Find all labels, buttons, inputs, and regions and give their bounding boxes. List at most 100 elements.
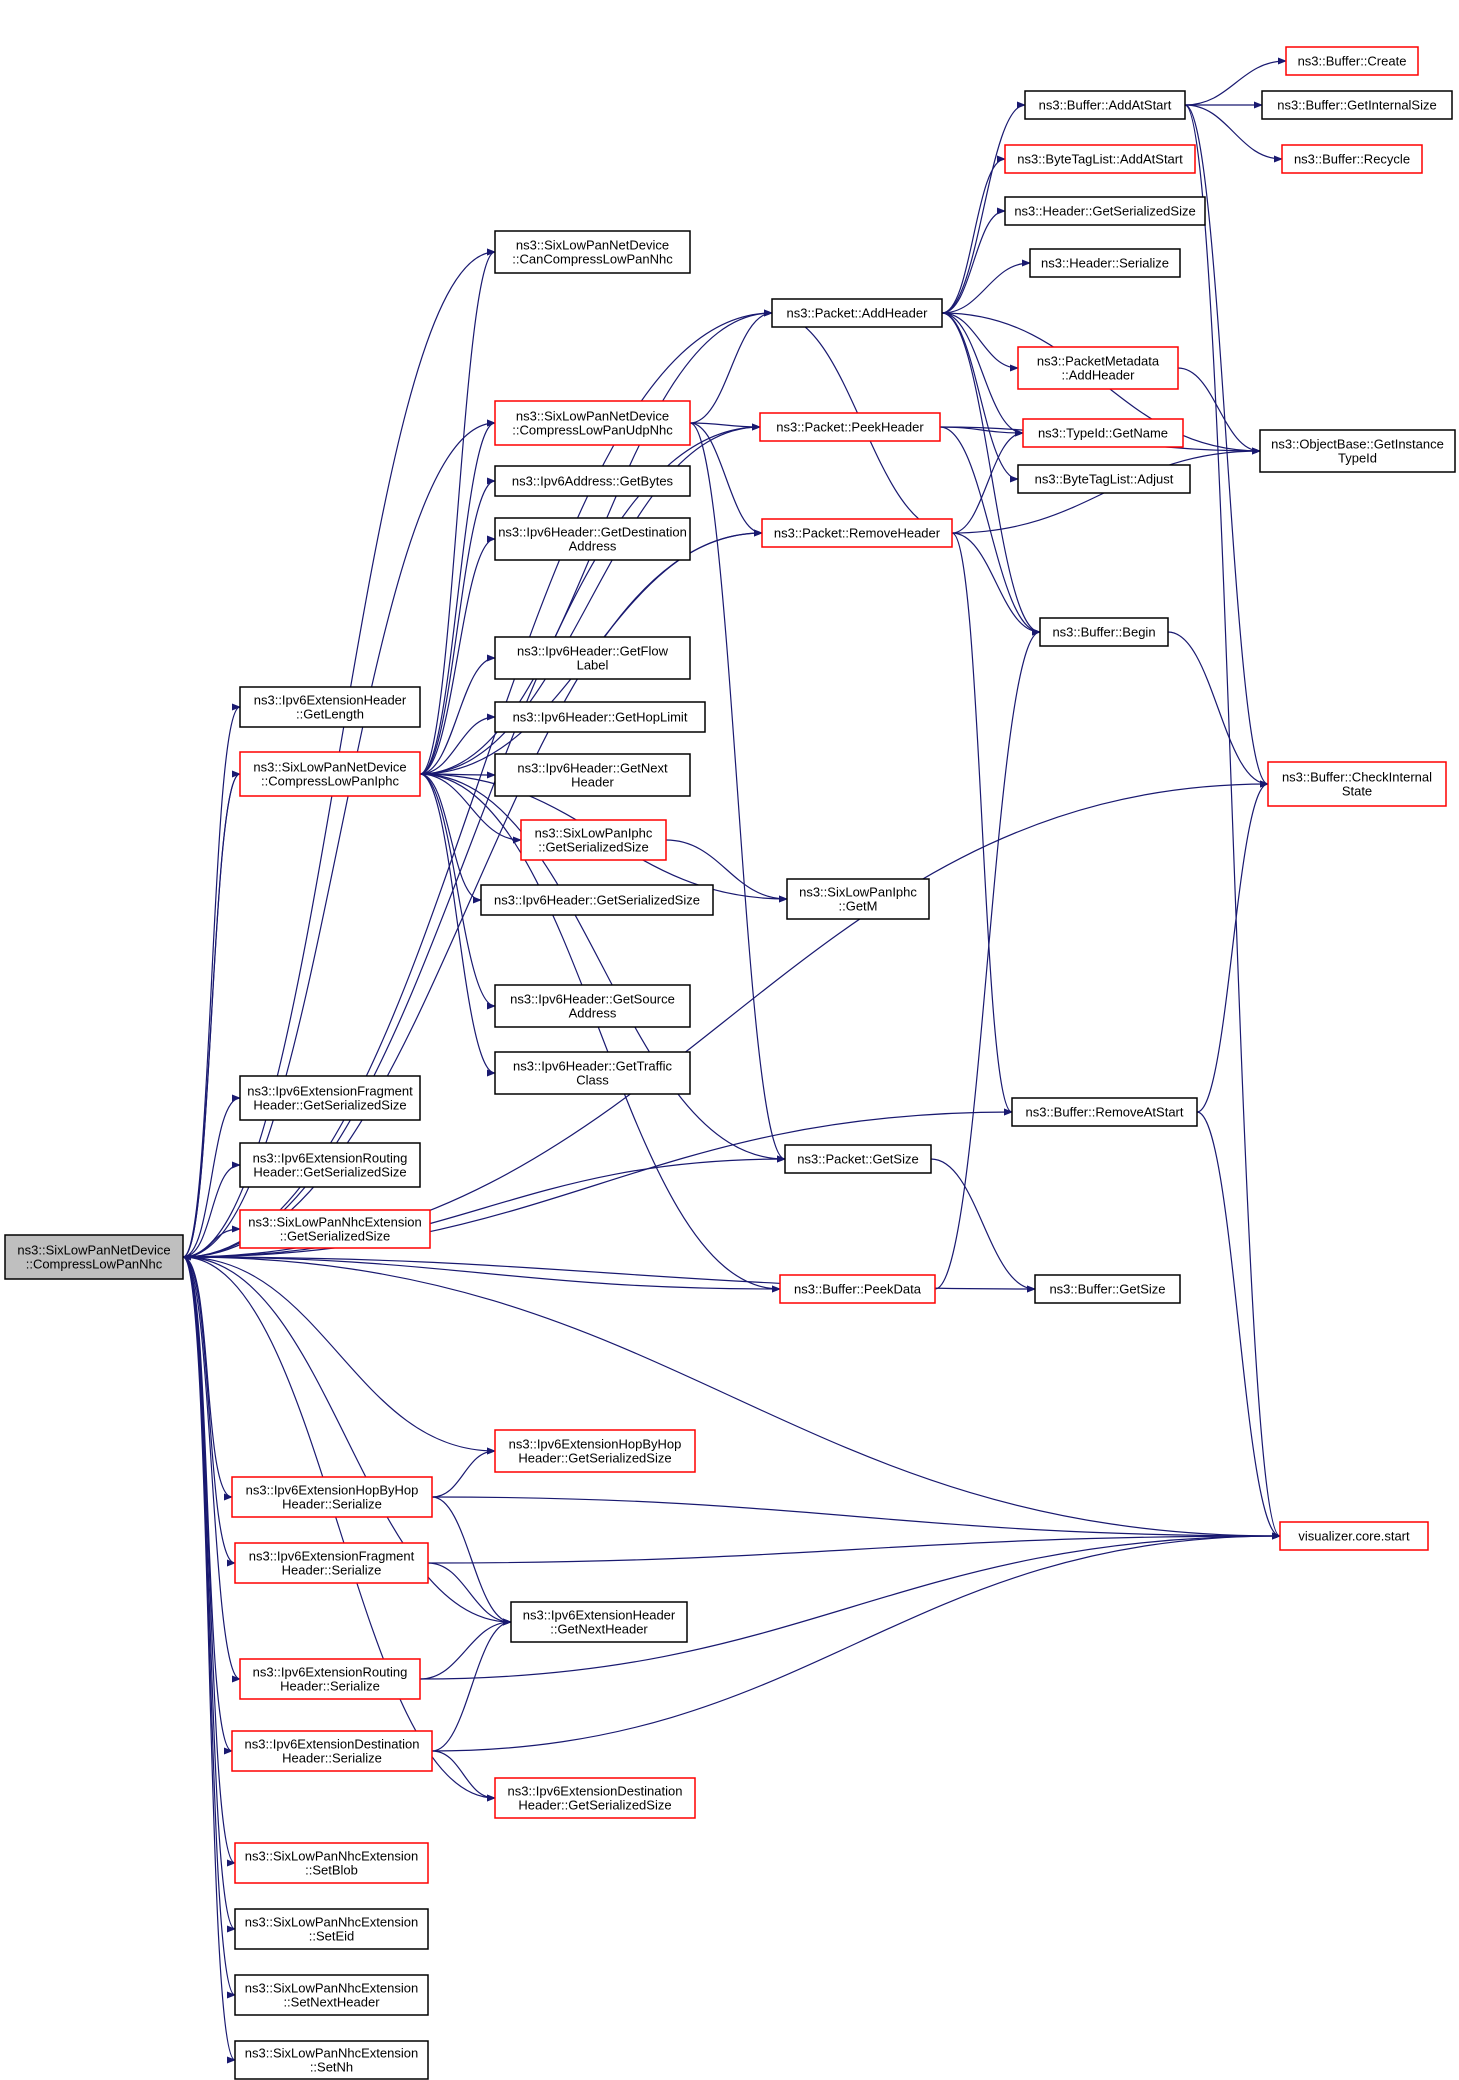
node-box[interactable] (761, 518, 953, 548)
node-box[interactable] (1011, 1097, 1198, 1127)
node-setblob[interactable]: ns3::SixLowPanNhcExtension::SetBlob (234, 1842, 429, 1884)
node-box[interactable] (234, 2040, 429, 2080)
node-box[interactable] (480, 884, 714, 916)
node-box[interactable] (1279, 1521, 1429, 1551)
node-box[interactable] (784, 1144, 932, 1174)
node-getnexth[interactable]: ns3::Ipv6Header::GetNextHeader (494, 753, 691, 797)
node-iphcsize[interactable]: ns3::SixLowPanIphc::GetSerializedSize (520, 819, 667, 861)
node-destsize[interactable]: ns3::Ipv6ExtensionDestinationHeader::Get… (494, 1777, 696, 1819)
node-box[interactable] (239, 1658, 421, 1700)
node-box[interactable] (1267, 761, 1447, 807)
node-box[interactable] (1017, 464, 1191, 494)
node-getbytes[interactable]: ns3::Ipv6Address::GetBytes (494, 465, 691, 497)
node-box[interactable] (1261, 90, 1453, 120)
node-fragsize[interactable]: ns3::Ipv6ExtensionFragmentHeader::GetSer… (239, 1075, 421, 1121)
node-box[interactable] (239, 686, 421, 728)
node-routsize[interactable]: ns3::Ipv6ExtensionRoutingHeader::GetSeri… (239, 1142, 421, 1188)
node-box[interactable] (234, 1842, 429, 1884)
node-pktsize[interactable]: ns3::Packet::GetSize (784, 1144, 932, 1174)
node-peekdata[interactable]: ns3::Buffer::PeekData (779, 1274, 936, 1304)
node-box[interactable] (239, 1075, 421, 1121)
node-box[interactable] (1281, 144, 1423, 174)
node-gethop[interactable]: ns3::Ipv6Header::GetHopLimit (494, 701, 706, 733)
node-peekheader[interactable]: ns3::Packet::PeekHeader (759, 412, 941, 442)
node-destser[interactable]: ns3::Ipv6ExtensionDestinationHeader::Ser… (231, 1730, 433, 1772)
node-bufbegin[interactable]: ns3::Buffer::Begin (1039, 617, 1169, 647)
node-box[interactable] (494, 1051, 691, 1095)
node-box[interactable] (234, 1908, 429, 1950)
node-box[interactable] (1004, 196, 1206, 226)
node-box[interactable] (231, 1730, 433, 1772)
node-compressudp[interactable]: ns3::SixLowPanNetDevice::CompressLowPanU… (494, 400, 691, 446)
node-btladjust[interactable]: ns3::ByteTagList::Adjust (1017, 464, 1191, 494)
node-removeatstart[interactable]: ns3::Buffer::RemoveAtStart (1011, 1097, 1198, 1127)
node-hbhser[interactable]: ns3::Ipv6ExtensionHopByHopHeader::Serial… (231, 1476, 433, 1518)
node-box[interactable] (1017, 346, 1179, 390)
node-box[interactable] (1259, 429, 1456, 473)
node-root[interactable]: ns3::SixLowPanNetDevice::CompressLowPanN… (4, 1234, 184, 1280)
node-btladdatstart[interactable]: ns3::ByteTagList::AddAtStart (1004, 144, 1196, 174)
node-box[interactable] (520, 819, 667, 861)
node-routser[interactable]: ns3::Ipv6ExtensionRoutingHeader::Seriali… (239, 1658, 421, 1700)
node-internalsize[interactable]: ns3::Buffer::GetInternalSize (1261, 90, 1453, 120)
node-box[interactable] (510, 1601, 688, 1643)
node-box[interactable] (494, 636, 691, 680)
node-nhcextsize[interactable]: ns3::SixLowPanNhcExtension::GetSerialize… (239, 1209, 431, 1249)
node-hbhsize[interactable]: ns3::Ipv6ExtensionHopByHopHeader::GetSer… (494, 1429, 696, 1473)
node-setnexth[interactable]: ns3::SixLowPanNhcExtension::SetNextHeade… (234, 1974, 429, 2016)
node-bufsize[interactable]: ns3::Buffer::GetSize (1034, 1274, 1181, 1304)
node-box[interactable] (1024, 90, 1186, 120)
node-box[interactable] (239, 1142, 421, 1188)
node-box[interactable] (494, 701, 706, 733)
node-getm[interactable]: ns3::SixLowPanIphc::GetM (786, 878, 930, 920)
node-typeidname[interactable]: ns3::TypeId::GetName (1022, 418, 1184, 448)
node-box[interactable] (771, 298, 943, 328)
node-compressiphc[interactable]: ns3::SixLowPanNetDevice::CompressLowPanI… (239, 751, 421, 797)
node-box[interactable] (1022, 418, 1184, 448)
node-box[interactable] (234, 1542, 429, 1584)
node-cancompress[interactable]: ns3::SixLowPanNetDevice::CanCompressLowP… (494, 230, 691, 274)
node-box[interactable] (494, 1429, 696, 1473)
node-bufcreate[interactable]: ns3::Buffer::Create (1285, 46, 1419, 76)
node-getlength[interactable]: ns3::Ipv6ExtensionHeader::GetLength (239, 686, 421, 728)
node-removeheader[interactable]: ns3::Packet::RemoveHeader (761, 518, 953, 548)
node-pmaddheader[interactable]: ns3::PacketMetadata::AddHeader (1017, 346, 1179, 390)
node-hdrser[interactable]: ns3::Header::Serialize (1029, 248, 1181, 278)
node-box[interactable] (494, 517, 691, 561)
node-box[interactable] (1034, 1274, 1181, 1304)
node-box[interactable] (786, 878, 930, 920)
node-seteid[interactable]: ns3::SixLowPanNhcExtension::SetEid (234, 1908, 429, 1950)
node-box[interactable] (494, 753, 691, 797)
node-box[interactable] (4, 1234, 184, 1280)
node-vizstart[interactable]: visualizer.core.start (1279, 1521, 1429, 1551)
node-box[interactable] (231, 1476, 433, 1518)
node-box[interactable] (494, 1777, 696, 1819)
node-box[interactable] (1029, 248, 1181, 278)
node-setnh[interactable]: ns3::SixLowPanNhcExtension::SetNh (234, 2040, 429, 2080)
node-recycle[interactable]: ns3::Buffer::Recycle (1281, 144, 1423, 174)
node-addheader[interactable]: ns3::Packet::AddHeader (771, 298, 943, 328)
node-box[interactable] (494, 984, 691, 1028)
node-box[interactable] (759, 412, 941, 442)
node-box[interactable] (494, 400, 691, 446)
node-box[interactable] (239, 751, 421, 797)
node-extnexth[interactable]: ns3::Ipv6ExtensionHeader::GetNextHeader (510, 1601, 688, 1643)
node-fragser[interactable]: ns3::Ipv6ExtensionFragmentHeader::Serial… (234, 1542, 429, 1584)
node-hdrsersize[interactable]: ns3::Header::GetSerializedSize (1004, 196, 1206, 226)
node-addatstart[interactable]: ns3::Buffer::AddAtStart (1024, 90, 1186, 120)
node-box[interactable] (494, 230, 691, 274)
node-box[interactable] (1039, 617, 1169, 647)
node-box[interactable] (239, 1209, 431, 1249)
node-ipv6size[interactable]: ns3::Ipv6Header::GetSerializedSize (480, 884, 714, 916)
node-box[interactable] (1004, 144, 1196, 174)
node-box[interactable] (1285, 46, 1419, 76)
node-box[interactable] (494, 465, 691, 497)
node-box[interactable] (779, 1274, 936, 1304)
node-box[interactable] (234, 1974, 429, 2016)
